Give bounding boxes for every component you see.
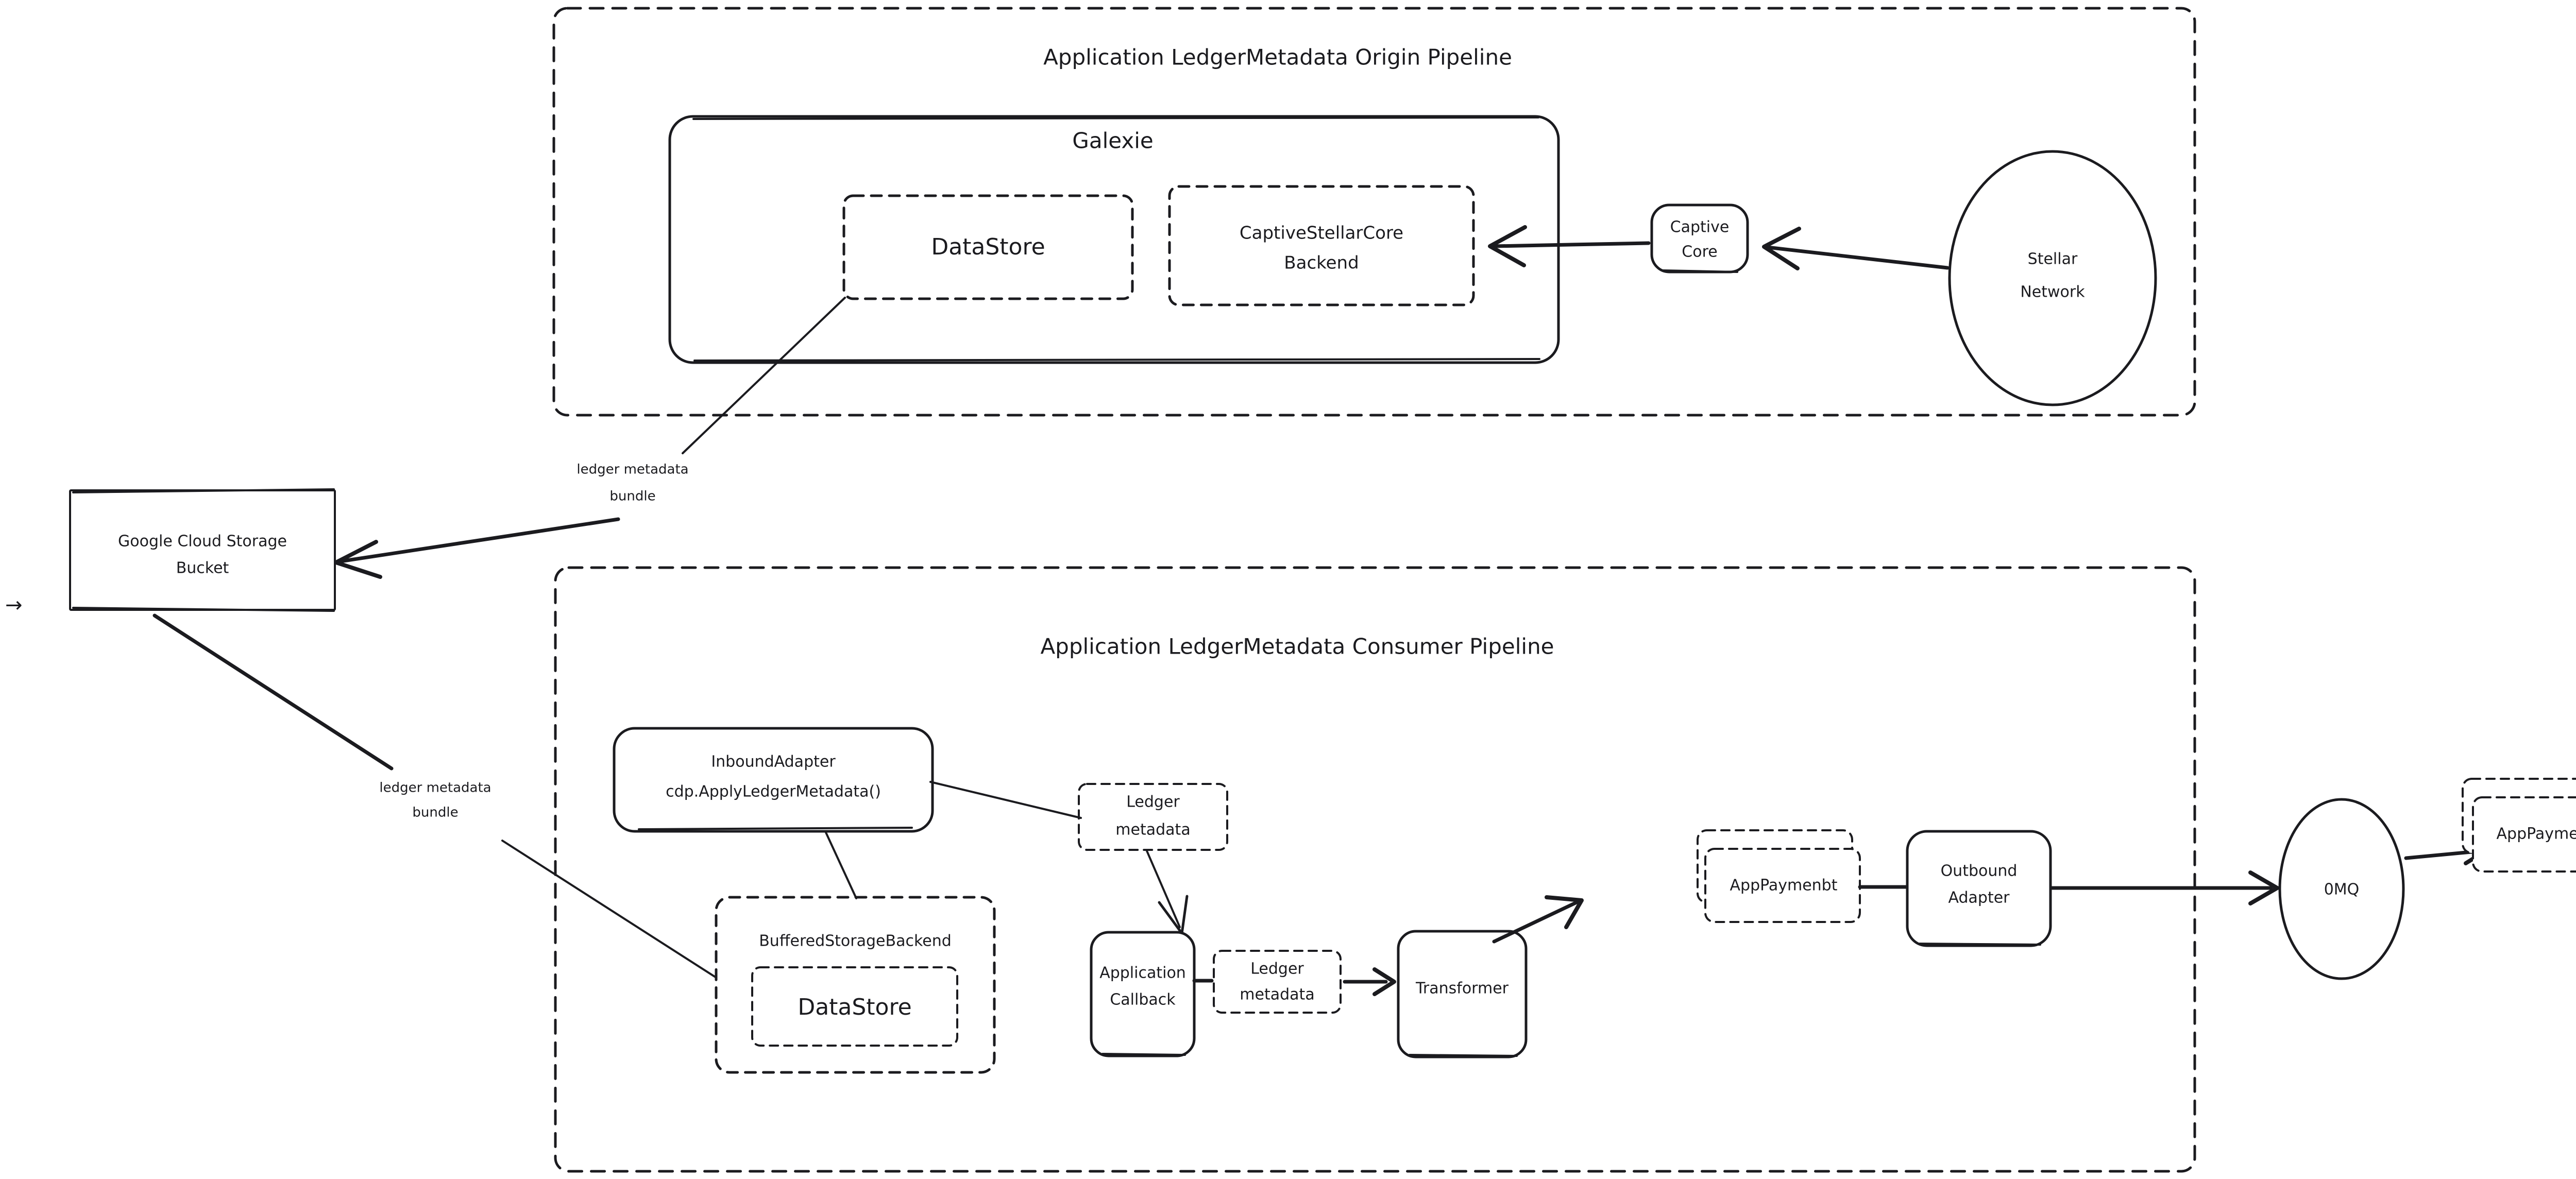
- app-paymenbt-2-label: AppPaymenbt: [2497, 825, 2576, 843]
- ledger-metadata-1-label-line1: Ledger: [1126, 793, 1180, 811]
- edge-line-upper: [682, 297, 846, 454]
- ledger-metadata-2-label-line1: Ledger: [1250, 960, 1304, 978]
- captive-core-label-line2: Core: [1682, 243, 1717, 261]
- captive-core-label-line1: Captive: [1670, 218, 1730, 236]
- edge-line: [1492, 900, 1579, 944]
- arrow-head: [1488, 225, 1527, 267]
- stray-arrow-icon: →: [5, 593, 23, 617]
- edge-inbound-adapter-to-ledger-metadata-1: [929, 781, 1082, 819]
- captive-core-box[interactable]: [1650, 203, 1749, 274]
- inbound-adapter-label-line2: cdp.ApplyLedgerMetadata(): [666, 783, 881, 801]
- gcs-sketch-bottom: [72, 607, 335, 612]
- application-callback-label-line2: Callback: [1110, 991, 1176, 1009]
- node-google-cloud-storage-bucket[interactable]: Google Cloud Storage Bucket: [69, 488, 336, 612]
- node-app-paymenbt-1[interactable]: AppPaymenbt: [1697, 829, 1861, 923]
- captive-core-sketch-bottom: [1662, 269, 1738, 273]
- consumer-pipeline-title: Application LedgerMetadata Consumer Pipe…: [1040, 634, 1554, 659]
- edge-captive-core-to-cscbackend: [1488, 225, 1651, 267]
- gcs-sketch-top: [72, 488, 335, 493]
- gcs-bucket-label-line2: Bucket: [176, 559, 229, 577]
- node-captive-stellar-core-backend[interactable]: CaptiveStellarCore Backend: [1168, 185, 1475, 306]
- datastore-consumer-label: DataStore: [798, 994, 911, 1020]
- edge-label-ledger-metadata-bundle-1: ledger metadata bundle: [577, 462, 688, 504]
- node-stellar-network[interactable]: Stellar Network: [1948, 150, 2157, 406]
- zeromq-ellipse[interactable]: [2278, 798, 2405, 980]
- edge-line: [1146, 850, 1181, 928]
- edge-line: [1492, 241, 1651, 248]
- edge-label-ledger-metadata-bundle-2: ledger metadata bundle: [379, 780, 491, 821]
- edge-transformer-to-app-paymenbt-1: [1492, 895, 1584, 944]
- captive-stellar-core-backend-label-line1: CaptiveStellarCore: [1240, 223, 1403, 244]
- outbound-adapter-label-line1: Outbound: [1941, 862, 2018, 880]
- ledger-metadata-2-box[interactable]: [1213, 950, 1342, 1014]
- ledger-metadata-1-label-line2: metadata: [1115, 821, 1190, 839]
- stellar-network-label-line2: Network: [2020, 283, 2085, 301]
- datastore-origin-box[interactable]: [842, 194, 1134, 300]
- buffered-storage-backend-label: BufferedStorageBackend: [759, 932, 952, 950]
- outbound-adapter-sketch-bottom: [1919, 943, 2041, 946]
- node-transformer[interactable]: Transformer: [1397, 930, 1528, 1058]
- inbound-adapter-label-line1: InboundAdapter: [711, 753, 836, 771]
- transformer-sketch-bottom: [1409, 1054, 1518, 1057]
- application-callback-sketch-bottom: [1101, 1053, 1186, 1056]
- node-inbound-adapter[interactable]: InboundAdapter cdp.ApplyLedgerMetadata(): [613, 727, 934, 833]
- node-application-callback[interactable]: Application Callback: [1090, 931, 1196, 1057]
- galexie-title: Galexie: [1072, 128, 1153, 153]
- captive-stellar-core-backend-box[interactable]: [1168, 185, 1475, 306]
- edge-inbound-adapter-to-buffered-storage: [824, 830, 857, 899]
- outbound-adapter-label-line2: Adapter: [1948, 889, 2010, 907]
- arrow-head: [2248, 870, 2279, 905]
- node-outbound-adapter[interactable]: Outbound Adapter: [1906, 830, 2052, 947]
- arrow-head: [334, 540, 382, 579]
- gcs-bucket-label-line1: Google Cloud Storage: [118, 533, 287, 551]
- stellar-network-label-line1: Stellar: [2028, 250, 2078, 268]
- arrow-head: [1372, 967, 1396, 996]
- ledger-metadata-bundle-2-line2: bundle: [412, 805, 458, 821]
- node-captive-core[interactable]: Captive Core: [1650, 203, 1749, 274]
- transformer-label: Transformer: [1415, 980, 1509, 998]
- node-datastore-origin[interactable]: DataStore: [842, 194, 1134, 300]
- galexie-sketch-bottom: [693, 358, 1540, 362]
- inbound-adapter-box[interactable]: [613, 727, 934, 833]
- transformer-box[interactable]: [1397, 930, 1528, 1058]
- edge-stellar-network-to-captive-core: [1762, 227, 1950, 270]
- edge-line-lower: [338, 517, 620, 563]
- ledger-metadata-bundle-2-line1: ledger metadata: [379, 780, 491, 796]
- galexie-sketch-top: [692, 116, 1539, 120]
- datastore-origin-label: DataStore: [931, 234, 1045, 260]
- edge-line-lower: [501, 840, 754, 1002]
- app-paymenbt-1-label: AppPaymenbt: [1730, 877, 1838, 895]
- ledger-metadata-bundle-1-line1: ledger metadata: [577, 462, 688, 477]
- arrow-head: [1545, 895, 1584, 929]
- inbound-adapter-sketch-bottom: [638, 827, 913, 830]
- captive-stellar-core-backend-label-line2: Backend: [1284, 253, 1359, 274]
- node-ledger-metadata-2[interactable]: Ledger metadata: [1213, 950, 1342, 1014]
- edge-line-upper: [152, 613, 394, 771]
- arrow-head: [1762, 227, 1801, 270]
- zeromq-label: 0MQ: [2324, 881, 2360, 899]
- ledger-metadata-2-label-line2: metadata: [1240, 986, 1314, 1004]
- node-app-paymenbt-2[interactable]: AppPaymenbt: [2462, 778, 2576, 873]
- edge-line: [1765, 245, 1950, 270]
- datastore-consumer-box[interactable]: [751, 966, 958, 1047]
- application-callback-box[interactable]: [1090, 931, 1196, 1057]
- node-ledger-metadata-1[interactable]: Ledger metadata: [1078, 783, 1228, 851]
- stellar-network-ellipse[interactable]: [1948, 150, 2157, 406]
- origin-pipeline-title: Application LedgerMetadata Origin Pipeli…: [1043, 45, 1512, 70]
- edge-outbound-adapter-to-zeromq: [2049, 870, 2279, 905]
- ledger-metadata-bundle-1-line2: bundle: [609, 489, 655, 504]
- node-zeromq[interactable]: 0MQ: [2278, 798, 2405, 980]
- application-callback-label-line1: Application: [1099, 964, 1186, 982]
- edge-ledger-metadata-2-to-transformer: [1343, 967, 1396, 996]
- node-datastore-consumer[interactable]: DataStore: [751, 966, 958, 1047]
- app-paymenbt-2-box-front[interactable]: [2472, 796, 2576, 873]
- edge-datastore-origin-to-gcs: [334, 297, 846, 579]
